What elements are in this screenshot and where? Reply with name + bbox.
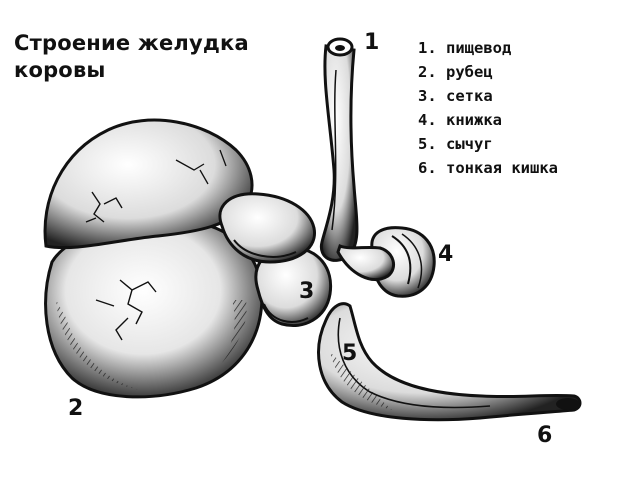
diagram-title-line-1: Строение желудка (14, 31, 249, 55)
esophagus-organ (319, 37, 396, 282)
legend-item-reticulum: 3. сетка (418, 87, 493, 105)
callout-1: 1 (364, 30, 380, 55)
rumen-organ (43, 118, 264, 399)
callout-6: 6 (537, 423, 553, 448)
legend: 1. пищевод 2. рубец 3. сетка 4. книжка 5… (418, 36, 558, 180)
diagram-title-line-2: коровы (14, 58, 106, 82)
legend-item-rumen: 2. рубец (418, 63, 493, 81)
legend-item-omasum: 4. книжка (418, 111, 502, 129)
legend-item-esophagus: 1. пищевод (418, 39, 512, 57)
callout-4: 4 (438, 242, 454, 267)
omasum-organ (370, 226, 436, 298)
small-intestine-end (556, 398, 580, 410)
callout-3: 3 (299, 279, 315, 304)
rumen-upper-lobe (43, 118, 254, 250)
callout-5: 5 (342, 341, 358, 366)
legend-item-abomasum: 5. сычуг (418, 135, 493, 153)
upper-chamber (218, 192, 316, 264)
callout-2: 2 (68, 396, 84, 421)
abomasum-organ (317, 302, 582, 422)
legend-item-small-intestine: 6. тонкая кишка (418, 159, 558, 177)
